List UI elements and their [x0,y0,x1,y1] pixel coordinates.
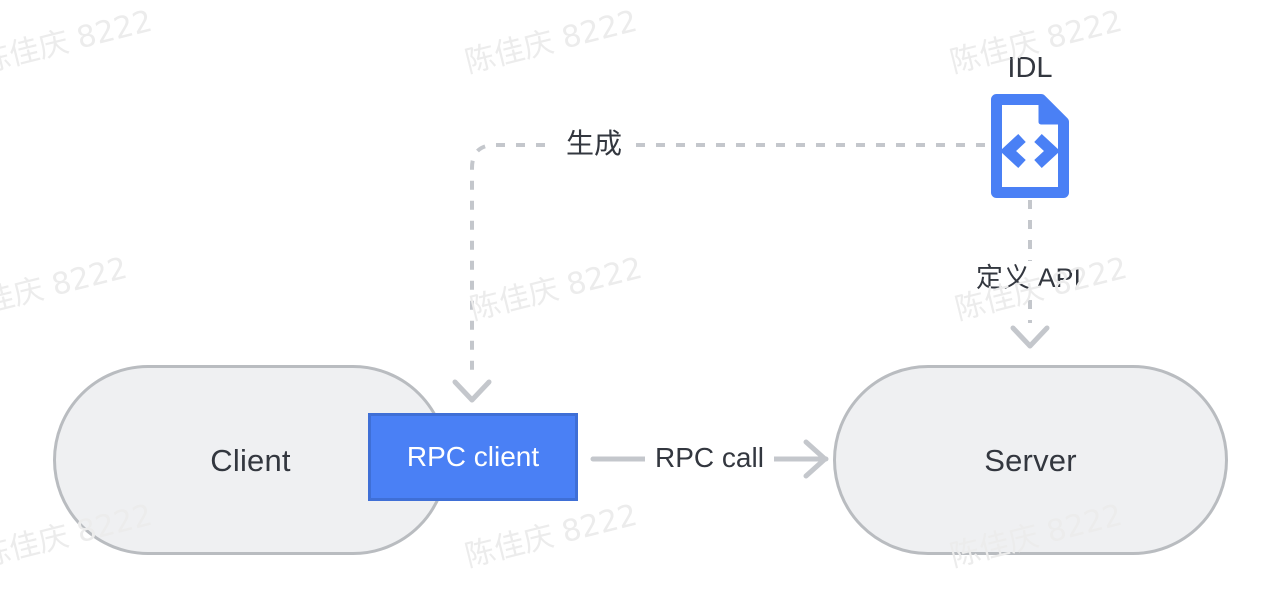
node-client-label: Client [210,442,291,478]
edge-label-generate: 生成 [556,130,633,158]
watermark-text: 陈佳庆 8222 [461,3,641,81]
node-server[interactable]: Server [833,365,1228,555]
edge-rpc-call-arrowhead-icon [803,439,828,479]
node-idl-label: IDL [1007,52,1053,84]
edge-generate-line [470,143,985,374]
edge-generate-arrowhead-icon [452,379,492,403]
node-server-label: Server [984,442,1077,478]
edge-define-api-arrowhead-icon [1010,325,1050,349]
watermark-text: 陈佳庆 8222 [461,497,641,575]
watermark-text: 陈佳庆 8222 [0,250,131,328]
node-rpc-client-label: RPC client [406,441,540,472]
watermark-text: 陈佳庆 8222 [0,3,156,81]
watermark-text: 陈佳庆 8222 [466,250,646,328]
code-file-icon [991,94,1069,198]
node-idl[interactable]: IDL [940,54,1120,200]
edge-label-define-api: 定义 API [968,261,1090,296]
edge-label-rpc-call: RPC call [645,444,774,472]
node-rpc-client[interactable]: RPC client [368,413,578,501]
